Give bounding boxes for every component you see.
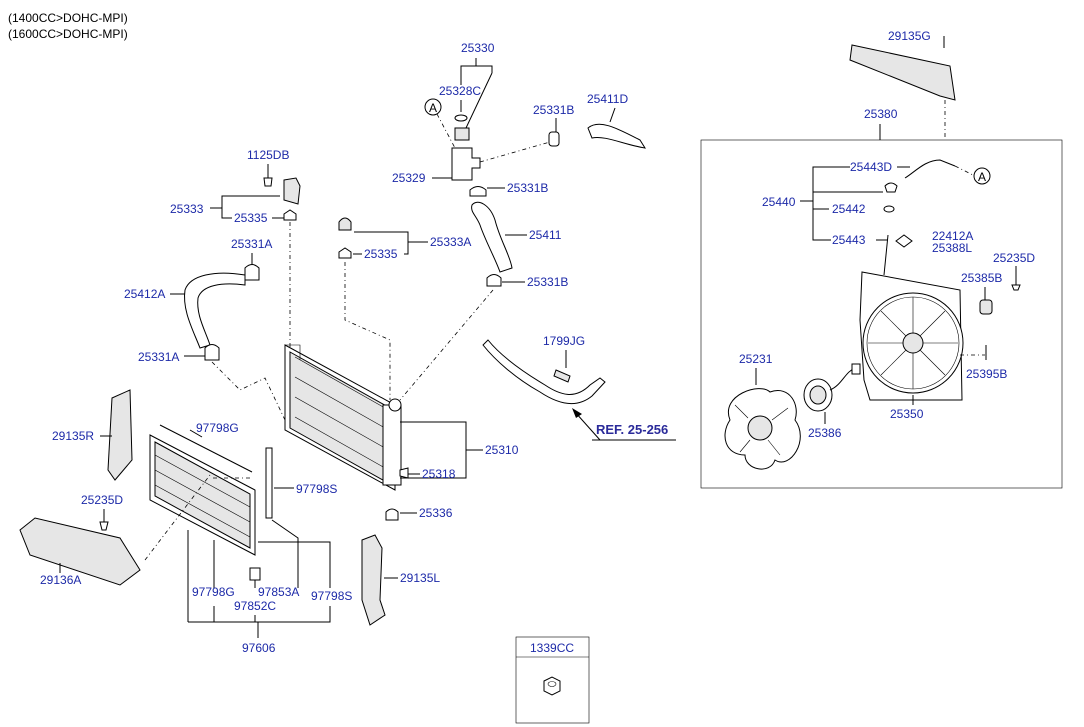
hose-1799JG-part[interactable] <box>482 339 606 405</box>
engine-spec-1400: (1400CC>DOHC-MPI) <box>8 11 128 25</box>
air-guard-29135L-part[interactable] <box>361 534 386 626</box>
mount-25336-part[interactable] <box>385 508 399 521</box>
thermostat-housing-part[interactable] <box>451 127 481 181</box>
connector-clip-part[interactable] <box>884 182 898 193</box>
clamp-25331B-mid-part[interactable] <box>469 186 487 197</box>
callout-a-right <box>973 167 991 185</box>
part-25331B-low[interactable]: 25331B <box>527 275 568 289</box>
part-25388L[interactable]: 25388L <box>932 241 972 255</box>
bolt-25235D-left-part[interactable] <box>99 521 109 531</box>
part-25231[interactable]: 25231 <box>739 352 773 366</box>
part-25443[interactable]: 25443 <box>832 233 866 247</box>
fan-shroud-part[interactable] <box>859 271 964 401</box>
part-25310[interactable]: 25310 <box>485 443 519 457</box>
part-25333[interactable]: 25333 <box>170 202 204 216</box>
air-guard-29135R-part[interactable] <box>107 389 133 481</box>
part-25442[interactable]: 25442 <box>832 202 866 216</box>
fan-motor-part[interactable] <box>803 363 861 412</box>
plug-25318-part[interactable] <box>399 467 409 479</box>
bracket-25333-part[interactable] <box>283 177 301 205</box>
grommet-25442-part[interactable] <box>883 205 895 213</box>
part-97852C[interactable]: 97852C <box>234 599 276 613</box>
gasket-25328C-part[interactable] <box>454 114 468 122</box>
part-25331A-top[interactable]: 25331A <box>231 237 272 251</box>
part-25329[interactable]: 25329 <box>392 171 426 185</box>
part-25335-right[interactable]: 25335 <box>364 247 398 261</box>
part-25331A-low[interactable]: 25331A <box>138 350 179 364</box>
callout-a-left-letter: A <box>429 101 437 115</box>
cap-25333A-part[interactable] <box>338 217 352 231</box>
part-25440[interactable]: 25440 <box>762 195 796 209</box>
part-22412A[interactable]: 22412A <box>932 229 973 243</box>
part-25350[interactable]: 25350 <box>890 407 924 421</box>
part-25335-left[interactable]: 25335 <box>234 211 268 225</box>
part-25443D[interactable]: 25443D <box>850 160 892 174</box>
air-guard-29136A-part[interactable] <box>19 517 141 586</box>
resistor-25385B-part[interactable] <box>979 299 993 315</box>
callout-a-right-letter: A <box>978 170 986 184</box>
part-97853A[interactable]: 97853A <box>258 585 299 599</box>
part-1339CC[interactable]: 1339CC <box>530 641 574 655</box>
part-25395B[interactable]: 25395B <box>966 367 1007 381</box>
engine-spec-1600: (1600CC>DOHC-MPI) <box>8 27 128 41</box>
part-97606[interactable]: 97606 <box>242 641 276 655</box>
part-97798S-bottom[interactable]: 97798S <box>311 589 352 603</box>
reference-link[interactable]: REF. 25-256 <box>596 422 668 437</box>
part-1125DB[interactable]: 1125DB <box>247 148 289 162</box>
hose-25411D-part[interactable] <box>587 123 646 149</box>
seal-25335-right-part[interactable] <box>338 247 352 259</box>
fan-shroud-assembly-box <box>700 139 1063 489</box>
clamp-25331B-top-part[interactable] <box>548 131 560 147</box>
clip-1799JG-part[interactable] <box>553 369 571 383</box>
hose-25411-part[interactable] <box>471 201 513 273</box>
nut-1339CC-part[interactable] <box>543 676 561 696</box>
part-25330[interactable]: 25330 <box>461 41 495 55</box>
callout-a-left <box>424 98 442 116</box>
seal-25335-left-part[interactable] <box>283 209 297 221</box>
part-29136A[interactable]: 29136A <box>40 573 81 587</box>
air-guard-upper-part[interactable] <box>849 44 956 101</box>
bolt-25235D-part[interactable] <box>1011 284 1021 291</box>
part-25331B-top[interactable]: 25331B <box>533 103 574 117</box>
bolt-1125DB-part[interactable] <box>263 177 273 187</box>
part-25331B-mid[interactable]: 25331B <box>507 181 548 195</box>
part-25386[interactable]: 25386 <box>808 426 842 440</box>
part-97798G-bottom[interactable]: 97798G <box>192 585 235 599</box>
clamp-25331A-top-part[interactable] <box>244 264 260 281</box>
seal-97798S-part[interactable] <box>265 447 273 519</box>
clamp-25331B-low-part[interactable] <box>486 274 502 287</box>
part-25380[interactable]: 25380 <box>864 107 898 121</box>
part-97798G-top[interactable]: 97798G <box>196 421 239 435</box>
label-22412A-part[interactable] <box>895 234 913 248</box>
part-1799JG[interactable]: 1799JG <box>543 334 585 348</box>
fan-blade-part[interactable] <box>724 388 801 470</box>
radiator-part[interactable] <box>284 344 402 491</box>
part-25235D-left[interactable]: 25235D <box>81 493 123 507</box>
filter-97853A-part[interactable] <box>249 567 261 581</box>
inset-box <box>515 636 590 724</box>
hose-25412A-part[interactable] <box>183 272 246 349</box>
clamp-25331A-low-part[interactable] <box>204 344 220 361</box>
part-29135G[interactable]: 29135G <box>888 29 931 43</box>
part-25235D-right[interactable]: 25235D <box>993 251 1035 265</box>
part-29135R[interactable]: 29135R <box>52 429 94 443</box>
part-29135L[interactable]: 29135L <box>400 571 440 585</box>
condenser-part[interactable] <box>149 434 256 556</box>
part-25412A[interactable]: 25412A <box>124 287 165 301</box>
part-25318[interactable]: 25318 <box>422 467 456 481</box>
part-25411[interactable]: 25411 <box>529 228 562 242</box>
part-25336[interactable]: 25336 <box>419 506 453 520</box>
part-25333A[interactable]: 25333A <box>430 235 471 249</box>
part-25385B[interactable]: 25385B <box>961 271 1002 285</box>
part-97798S-top[interactable]: 97798S <box>296 482 337 496</box>
part-25328C[interactable]: 25328C <box>439 84 481 98</box>
part-25411D[interactable]: 25411D <box>587 92 628 106</box>
